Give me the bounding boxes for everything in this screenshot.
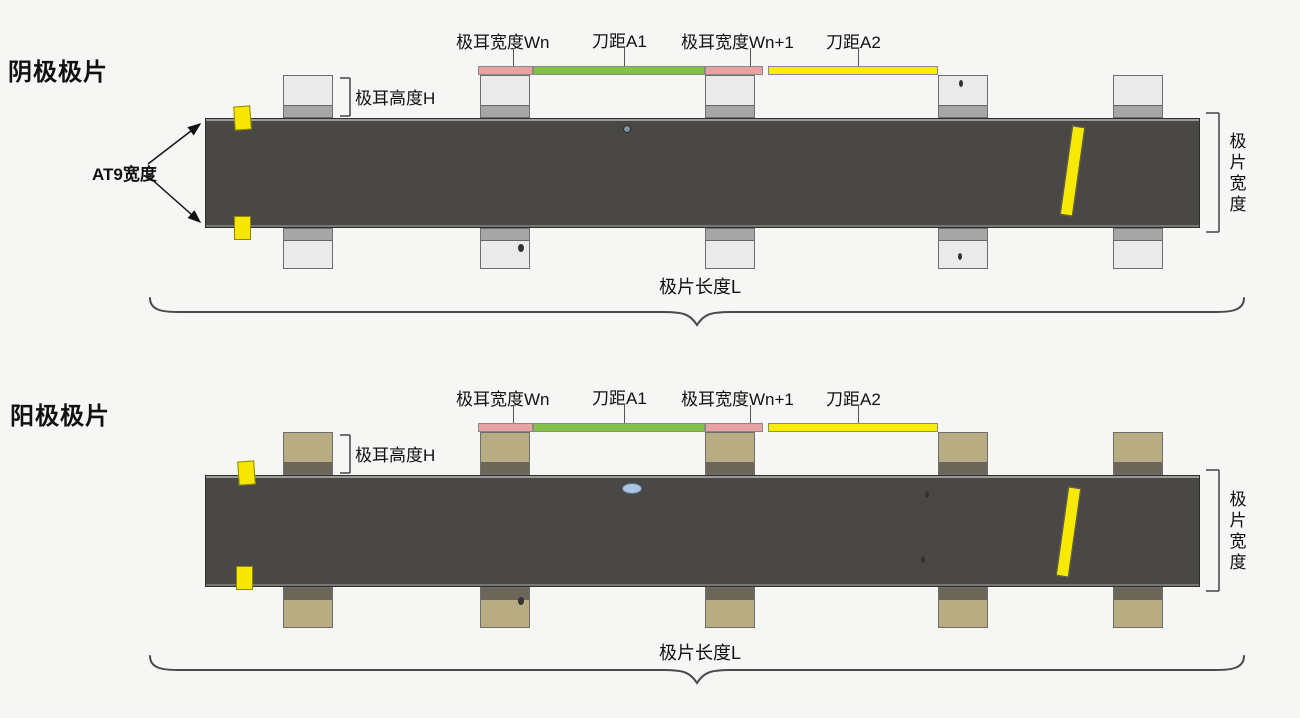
anode-tab-top-1 bbox=[283, 432, 333, 475]
tab-coating-band bbox=[284, 105, 332, 117]
tab-height-bracket bbox=[340, 434, 351, 474]
anode-bar-tab-width-n bbox=[478, 423, 533, 432]
tab-coating-band bbox=[706, 229, 754, 241]
label-tick bbox=[513, 405, 514, 423]
tab-coating-band bbox=[1114, 462, 1162, 474]
anode-title: 阳极极片 bbox=[10, 403, 110, 430]
anode-tab-top-4 bbox=[938, 432, 988, 475]
anode-tab-bottom-4 bbox=[938, 587, 988, 628]
anode-knife-a2-label: 刀距A2 bbox=[826, 390, 881, 409]
tab-coating-band bbox=[706, 588, 754, 600]
tab-coating-band bbox=[284, 588, 332, 600]
anode-tab-width-n1-label: 极耳宽度Wn+1 bbox=[681, 390, 794, 409]
anode-tab-top-5 bbox=[1113, 432, 1163, 475]
anode-tab-height-label: 极耳高度H bbox=[355, 446, 436, 465]
cathode-title: 阴极极片 bbox=[8, 59, 108, 86]
tab-coating-band bbox=[1114, 588, 1162, 600]
anode-knife-a1-label: 刀距A1 bbox=[592, 389, 647, 408]
anode-bar-knife-a1 bbox=[533, 423, 705, 432]
anode-electrode-strip bbox=[205, 475, 1200, 587]
tab-coating-band bbox=[1114, 229, 1162, 241]
cathode-tab-top-2 bbox=[480, 75, 530, 118]
cathode-electrode-strip bbox=[205, 118, 1200, 228]
tab-coating-band bbox=[481, 588, 529, 600]
tab-coating-band bbox=[939, 229, 987, 241]
anode-sheet-width-label: 极片宽度 bbox=[1229, 490, 1247, 572]
cathode-tab-width-n-label: 极耳宽度Wn bbox=[456, 33, 550, 52]
anode-edge-marker-bottom bbox=[236, 566, 253, 590]
anode-tab-bottom-2 bbox=[480, 587, 530, 628]
anode-tab-bottom-1 bbox=[283, 587, 333, 628]
speck bbox=[959, 80, 963, 87]
label-tick bbox=[858, 48, 859, 66]
cathode-tab-bottom-2 bbox=[480, 228, 530, 269]
cathode-bar-knife-a1 bbox=[533, 66, 705, 75]
speck bbox=[958, 253, 962, 260]
label-tick bbox=[513, 48, 514, 66]
speck bbox=[921, 556, 925, 563]
cathode-bar-tab-width-n bbox=[478, 66, 533, 75]
label-tick bbox=[624, 48, 625, 66]
tab-coating-band bbox=[939, 462, 987, 474]
label-tick bbox=[624, 405, 625, 423]
cathode-tab-bottom-5 bbox=[1113, 228, 1163, 269]
anode-edge-marker-top bbox=[237, 460, 256, 486]
cathode-tab-top-3 bbox=[705, 75, 755, 118]
sheet-width-bracket bbox=[1206, 469, 1220, 592]
anode-tab-bottom-5 bbox=[1113, 587, 1163, 628]
cathode-bar-tab-width-n1 bbox=[705, 66, 763, 75]
speck bbox=[518, 597, 524, 605]
cathode-tab-width-n1-label: 极耳宽度Wn+1 bbox=[681, 33, 794, 52]
at9-arrows bbox=[147, 123, 202, 223]
label-tick bbox=[858, 405, 859, 423]
cathode-tab-height-label: 极耳高度H bbox=[355, 89, 436, 108]
cathode-tab-top-1 bbox=[283, 75, 333, 118]
tab-coating-band bbox=[481, 229, 529, 241]
tab-coating-band bbox=[481, 462, 529, 474]
tab-coating-band bbox=[939, 588, 987, 600]
cathode-tab-bottom-3 bbox=[705, 228, 755, 269]
cathode-at9-width-label: AT9宽度 bbox=[92, 165, 157, 184]
cathode-edge-marker-top bbox=[233, 105, 252, 131]
cathode-knife-a1-label: 刀距A1 bbox=[592, 32, 647, 51]
cathode-tab-top-4 bbox=[938, 75, 988, 118]
tab-coating-band bbox=[939, 105, 987, 117]
tab-coating-band bbox=[284, 229, 332, 241]
cathode-sheet-width-label: 极片宽度 bbox=[1229, 132, 1247, 214]
tab-coating-band bbox=[1114, 105, 1162, 117]
anode-bar-tab-width-n1 bbox=[705, 423, 763, 432]
tab-height-bracket bbox=[340, 77, 351, 117]
anode-tab-width-n-label: 极耳宽度Wn bbox=[456, 390, 550, 409]
anode-tab-top-3 bbox=[705, 432, 755, 475]
cathode-knife-a2-label: 刀距A2 bbox=[826, 33, 881, 52]
tab-coating-band bbox=[481, 105, 529, 117]
speck bbox=[925, 491, 929, 498]
cathode-tab-top-5 bbox=[1113, 75, 1163, 118]
defect-ellipse bbox=[622, 483, 642, 494]
anode-tab-top-2 bbox=[480, 432, 530, 475]
tab-coating-band bbox=[706, 105, 754, 117]
label-tick bbox=[750, 48, 751, 66]
sheet-length-brace bbox=[149, 297, 1245, 327]
cathode-tab-bottom-1 bbox=[283, 228, 333, 269]
cathode-sheet-length-label: 极片长度L bbox=[658, 277, 741, 297]
defect-dot bbox=[623, 125, 631, 133]
sheet-width-bracket bbox=[1206, 112, 1220, 233]
sheet-length-brace bbox=[149, 655, 1245, 685]
anode-tab-bottom-3 bbox=[705, 587, 755, 628]
cathode-edge-marker-bottom bbox=[234, 216, 251, 240]
cathode-tab-bottom-4 bbox=[938, 228, 988, 269]
anode-bar-knife-a2 bbox=[768, 423, 938, 432]
tab-coating-band bbox=[284, 462, 332, 474]
label-tick bbox=[750, 405, 751, 423]
speck bbox=[518, 244, 524, 252]
cathode-bar-knife-a2 bbox=[768, 66, 938, 75]
anode-sheet-length-label: 极片长度L bbox=[658, 643, 741, 663]
tab-coating-band bbox=[706, 462, 754, 474]
